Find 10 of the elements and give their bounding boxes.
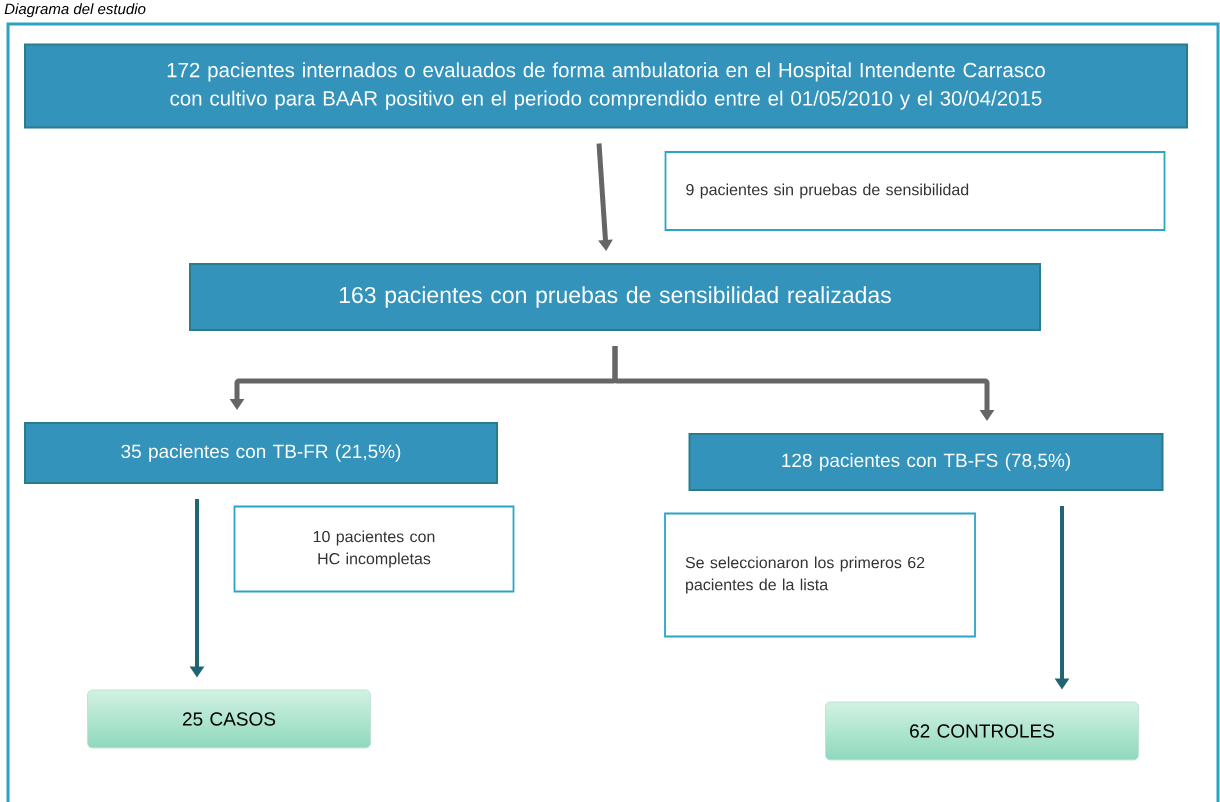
note-box: 9 pacientes sin pruebas de sensibilidad	[664, 151, 1166, 231]
result-box: 25 CASOS	[87, 689, 371, 749]
process-box: 172 pacientes internados o evaluados de forma ambulatoria en el Hospital Intendente Carrasco con cultivo para BAAR positivo en el periodo comprendido entre el 01/05/2010 y el 30/04/2015	[24, 43, 1188, 129]
process-box: 163 pacientes con pruebas de sensibilidad realizadas	[189, 263, 1041, 331]
note-box: 10 pacientes con HC incompletas	[233, 505, 515, 593]
diagram-title: Diagrama del estudio	[4, 3, 146, 18]
result-box: 62 CONTROLES	[825, 701, 1139, 761]
note-box: Se seleccionaron los primeros 62 pacientes de la lista	[664, 512, 976, 638]
process-box: 128 pacientes con TB-FS (78,5%)	[688, 433, 1164, 491]
process-box: 35 pacientes con TB-FR (21,5%)	[24, 422, 498, 484]
